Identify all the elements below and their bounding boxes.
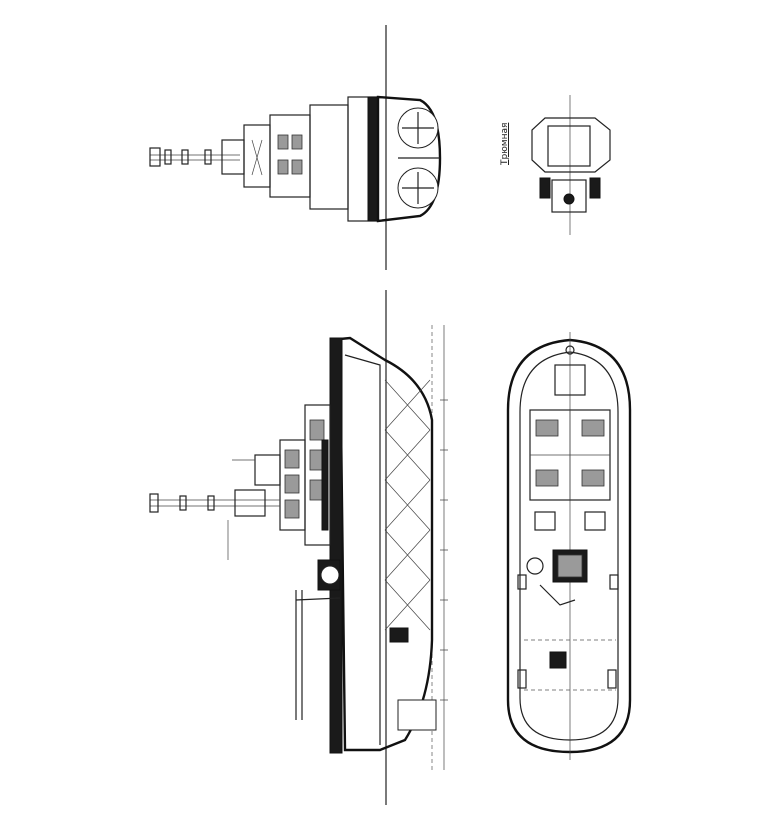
stern-view-brace-2 (251, 139, 263, 176)
profile-bottom-fitting (389, 627, 409, 643)
detail-plan-fitting-right (589, 177, 601, 199)
profile-mast-platform (234, 489, 266, 517)
profile-station-ticks (440, 399, 448, 701)
stern-view-mast-top (149, 147, 161, 167)
stern-view-propeller-blades-2 (402, 172, 434, 204)
stern-view-mast-light-2 (181, 149, 189, 165)
side-profile (149, 290, 448, 805)
deck-plan-capstan (526, 557, 544, 575)
profile-hull (329, 336, 434, 752)
profile-mast-light-2 (207, 495, 215, 511)
deck-plan-berth (535, 469, 559, 487)
deck-plan-work-deck-lines (524, 639, 616, 691)
stern-view-window (291, 134, 303, 150)
deck-plan-bitt (517, 574, 527, 590)
stern-view-propeller-blades (402, 112, 434, 144)
detail-plan-fitting-left (539, 177, 551, 199)
stern-view-upper-deck (309, 104, 349, 210)
deck-plan-bitt (607, 669, 617, 689)
detail-plan (531, 95, 611, 235)
deck-plan-crane-arm (539, 584, 576, 606)
deck-plan-bow-hatch (554, 364, 586, 396)
deck-plan-vent (534, 511, 556, 531)
profile-mast-top (149, 493, 159, 513)
deck-plan-berth (581, 419, 605, 437)
profile-funnel (254, 454, 281, 486)
profile-window (284, 499, 300, 519)
profile-deck-line (344, 354, 381, 745)
deck-plan-bitt (609, 574, 619, 590)
stern-view-deckhouse (269, 114, 311, 198)
profile-window (284, 474, 300, 494)
stern-view-mast-light-3 (204, 149, 212, 165)
deck-plan-berth (535, 419, 559, 437)
detail-plan-room (547, 125, 591, 167)
deck-plan-stern-hatch (549, 651, 567, 669)
profile-window (284, 449, 300, 469)
deck-plan (506, 332, 632, 760)
deck-plan-winch-drum (557, 554, 583, 578)
profile-window (309, 419, 325, 441)
deck-plan-bow-mark (565, 345, 575, 355)
stern-view-bulwark (367, 96, 379, 222)
stern-view (149, 25, 442, 270)
profile-fender (329, 337, 343, 754)
stern-view-window (291, 159, 303, 175)
detail-plan-hatch (551, 179, 587, 213)
deck-plan-bitt (517, 669, 527, 689)
profile-rudder (397, 699, 437, 731)
stern-view-mast-light (164, 149, 172, 165)
deck-plan-berth (581, 469, 605, 487)
profile-mast-light (179, 495, 187, 511)
profile-crane-arm (295, 597, 341, 601)
deck-plan-vent (584, 511, 606, 531)
stern-view-window (277, 134, 289, 150)
stern-view-top-house (221, 139, 245, 175)
profile-deckhouse-edge (321, 439, 329, 531)
stern-view-window (277, 159, 289, 175)
detail-plan-outline (531, 117, 611, 173)
detail-plan-hatch-mark (563, 193, 575, 205)
profile-winch-drum (320, 565, 340, 585)
stern-view-wheelhouse (243, 124, 271, 188)
profile-hull-framing (384, 379, 431, 631)
